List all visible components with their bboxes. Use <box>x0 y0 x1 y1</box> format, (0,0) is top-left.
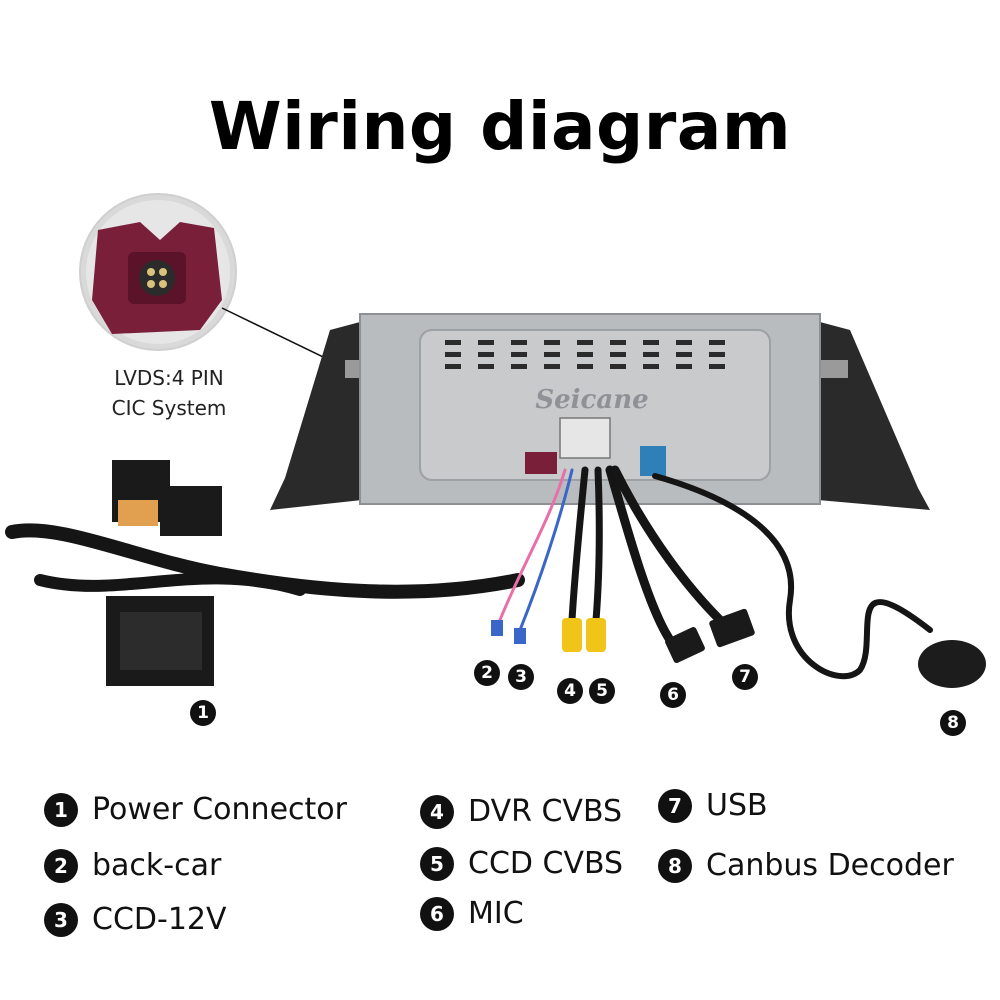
lvds-connector-zoom <box>79 193 237 351</box>
wiring-diagram-illustration: Seicane <box>5 193 986 688</box>
diagram-badge-1: 1 <box>190 700 216 726</box>
legend-label: USB <box>706 788 768 823</box>
cic-system-label: CIC System <box>111 396 227 420</box>
cables <box>498 465 933 680</box>
legend-label: Power Connector <box>92 792 347 827</box>
legend-item-ccd-12v: 3 CCD-12V <box>44 902 227 937</box>
legend-number: 3 <box>44 902 78 937</box>
diagram-badge-4: 4 <box>557 678 583 704</box>
brand-logo: Seicane <box>535 385 648 415</box>
legend-item-canbus-decoder: 8 Canbus Decoder <box>658 848 954 883</box>
diagram-badge-3: 3 <box>508 664 534 690</box>
diagram-badge-5: 5 <box>589 678 615 704</box>
legend-item-mic: 6 MIC <box>420 896 524 931</box>
diagram-badge-2: 2 <box>474 660 500 686</box>
legend-label: MIC <box>468 896 524 931</box>
legend-number: 6 <box>420 896 454 931</box>
port-connectors <box>491 608 986 688</box>
legend-label: DVR CVBS <box>468 794 623 829</box>
legend-item-dvr-cvbs: 4 DVR CVBS <box>420 794 622 829</box>
legend-label: Canbus Decoder <box>706 848 954 883</box>
legend-label: CCD-12V <box>92 902 227 937</box>
legend-item-back-car: 2 back-car <box>44 848 221 883</box>
page-title: Wiring diagram <box>208 88 792 165</box>
legend-number: 1 <box>44 792 78 827</box>
diagram-badge-7: 7 <box>732 664 758 690</box>
diagram-badge-8: 8 <box>940 710 966 736</box>
legend-item-usb: 7 USB <box>658 788 768 823</box>
legend-number: 4 <box>420 794 454 829</box>
legend-number: 7 <box>658 788 692 823</box>
lvds-pin-label: LVDS:4 PIN <box>114 366 224 390</box>
head-unit: Seicane <box>270 313 930 510</box>
power-harness <box>5 460 525 686</box>
legend-number: 2 <box>44 848 78 883</box>
legend-label: back-car <box>92 848 222 883</box>
legend-number: 5 <box>420 846 454 881</box>
legend-item-ccd-cvbs: 5 CCD CVBS <box>420 846 623 881</box>
legend-number: 8 <box>658 848 692 883</box>
legend-label: CCD CVBS <box>468 846 624 881</box>
diagram-badge-6: 6 <box>660 682 686 708</box>
legend-item-power-connector: 1 Power Connector <box>44 792 347 827</box>
